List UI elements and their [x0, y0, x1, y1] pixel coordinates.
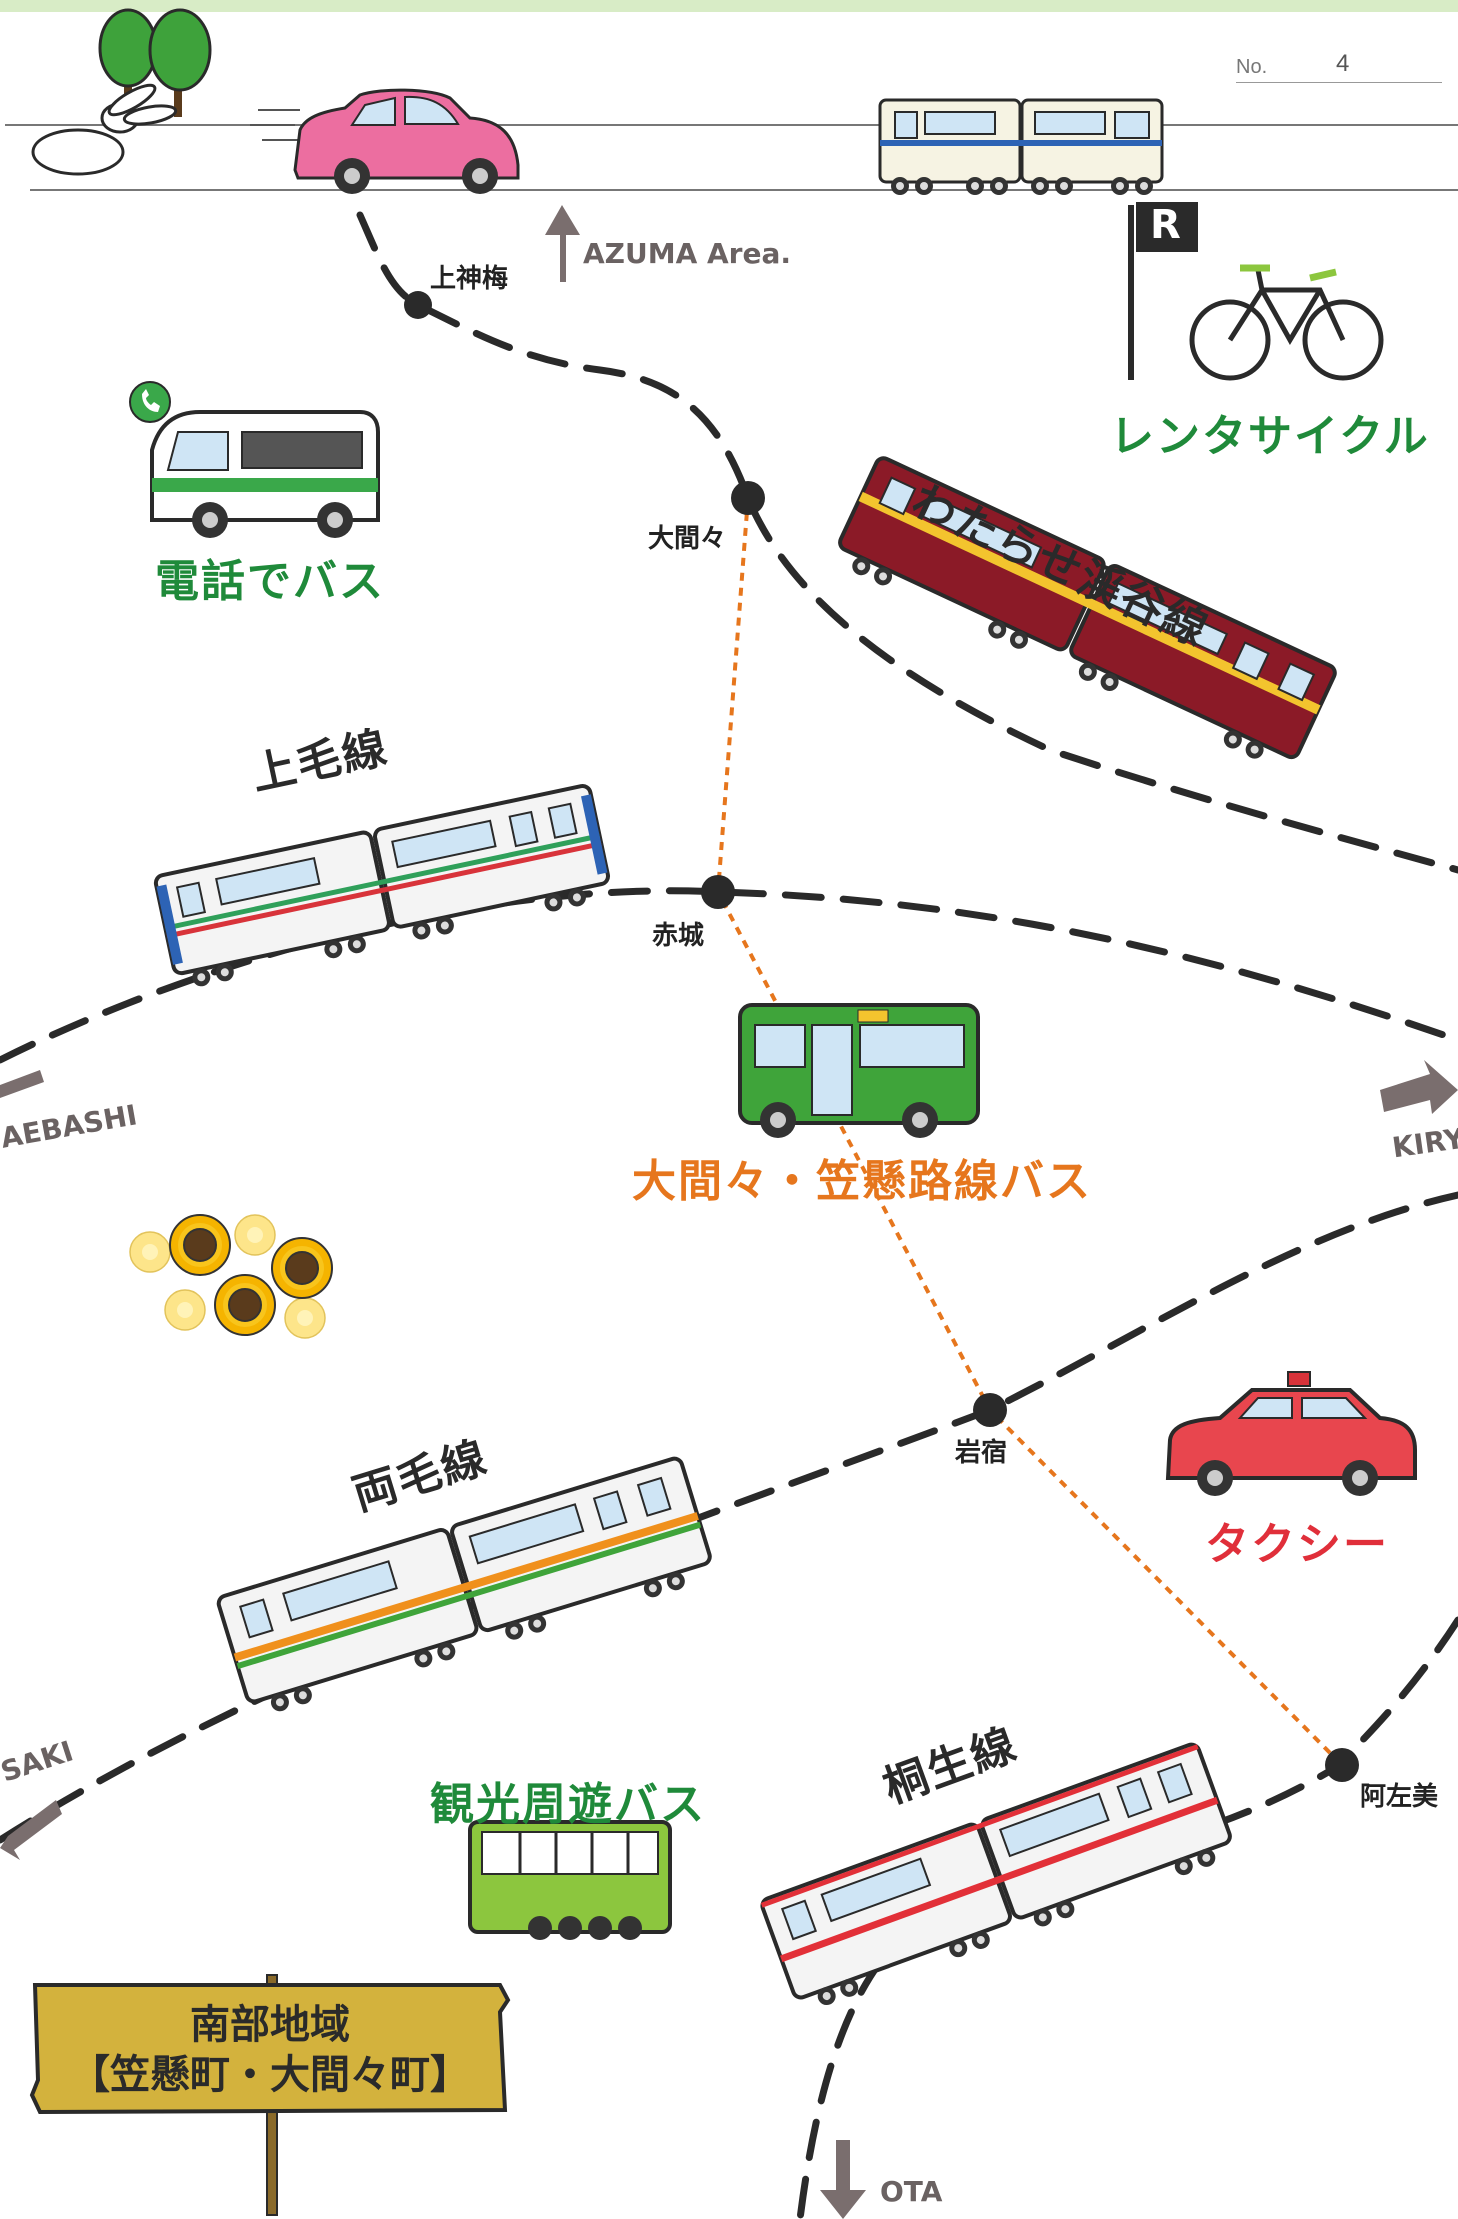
direction-arrows	[0, 205, 1458, 2219]
direction-label-azuma: AZUMA Area.	[583, 237, 791, 270]
service-label-taxi: タクシー	[1205, 1519, 1389, 1570]
rental-sign-letter: R	[1150, 202, 1181, 248]
station-dots	[404, 291, 1359, 1782]
train-icon-jomo	[153, 784, 611, 988]
direction-label-ota: OTA	[880, 2175, 943, 2208]
rental-flag	[1128, 202, 1198, 380]
arrow-right-icon	[1380, 1060, 1458, 1114]
page-number-field: No. 4	[1236, 50, 1442, 83]
station-dot-omama	[731, 481, 765, 515]
train-icon-ryomo	[216, 1456, 712, 1714]
signboard-icon	[29, 1974, 511, 2216]
arrow-down-icon	[820, 2140, 866, 2219]
bus-route	[715, 497, 1344, 1767]
station-label-akagi: 赤城	[652, 921, 705, 951]
arrow-up-icon	[545, 205, 580, 282]
bus-icon	[738, 1003, 980, 1138]
train-icon-top	[878, 98, 1164, 195]
phone-icon	[129, 381, 171, 423]
page-number-label: No.	[1236, 56, 1268, 78]
taxi-icon	[1165, 1371, 1417, 1496]
minibus-icon	[150, 410, 380, 538]
service-label-sightseeing-bus: 観光周遊バス	[430, 1779, 706, 1830]
station-label-omama: 大間々	[648, 524, 727, 554]
service-label-route-bus: 大間々・笠懸路線バス	[632, 1156, 1092, 1207]
sunflower-icon	[129, 1214, 333, 1339]
watarase-railway	[356, 211, 1458, 874]
page-number-value: 4	[1336, 50, 1350, 77]
signboard-title: 南部地域	[190, 2002, 350, 2048]
station-label-azami: 阿左美	[1360, 1782, 1439, 1812]
service-label-phone-bus: 電話でバス	[155, 556, 385, 607]
train-icon-kiryu	[760, 1742, 1232, 2008]
sightseeing-bus-icon	[468, 1820, 672, 1940]
header-bar	[0, 0, 1458, 12]
car-icon	[250, 88, 520, 194]
station-label-iwajuku: 岩宿	[955, 1438, 1008, 1468]
rabbit-icon	[31, 83, 178, 176]
bicycle-icon	[1189, 264, 1384, 381]
service-label-rental-cycle: レンタサイクル	[1110, 411, 1430, 462]
jomo-railway	[0, 887, 1458, 1064]
arrow-left-icon	[0, 1070, 44, 1098]
station-label-kamikanbai: 上神梅	[430, 264, 509, 294]
station-dot-azami	[1325, 1748, 1359, 1782]
tree-icon	[98, 8, 212, 117]
train-icon-watarase	[838, 456, 1337, 762]
station-dot-iwajuku	[973, 1393, 1007, 1427]
station-dot-kamikanbai	[404, 291, 432, 319]
signboard-subtitle: 【笠懸町・大間々町】	[70, 2052, 470, 2098]
arrow-left-lower-icon	[0, 1800, 62, 1860]
station-dot-akagi	[701, 875, 735, 909]
